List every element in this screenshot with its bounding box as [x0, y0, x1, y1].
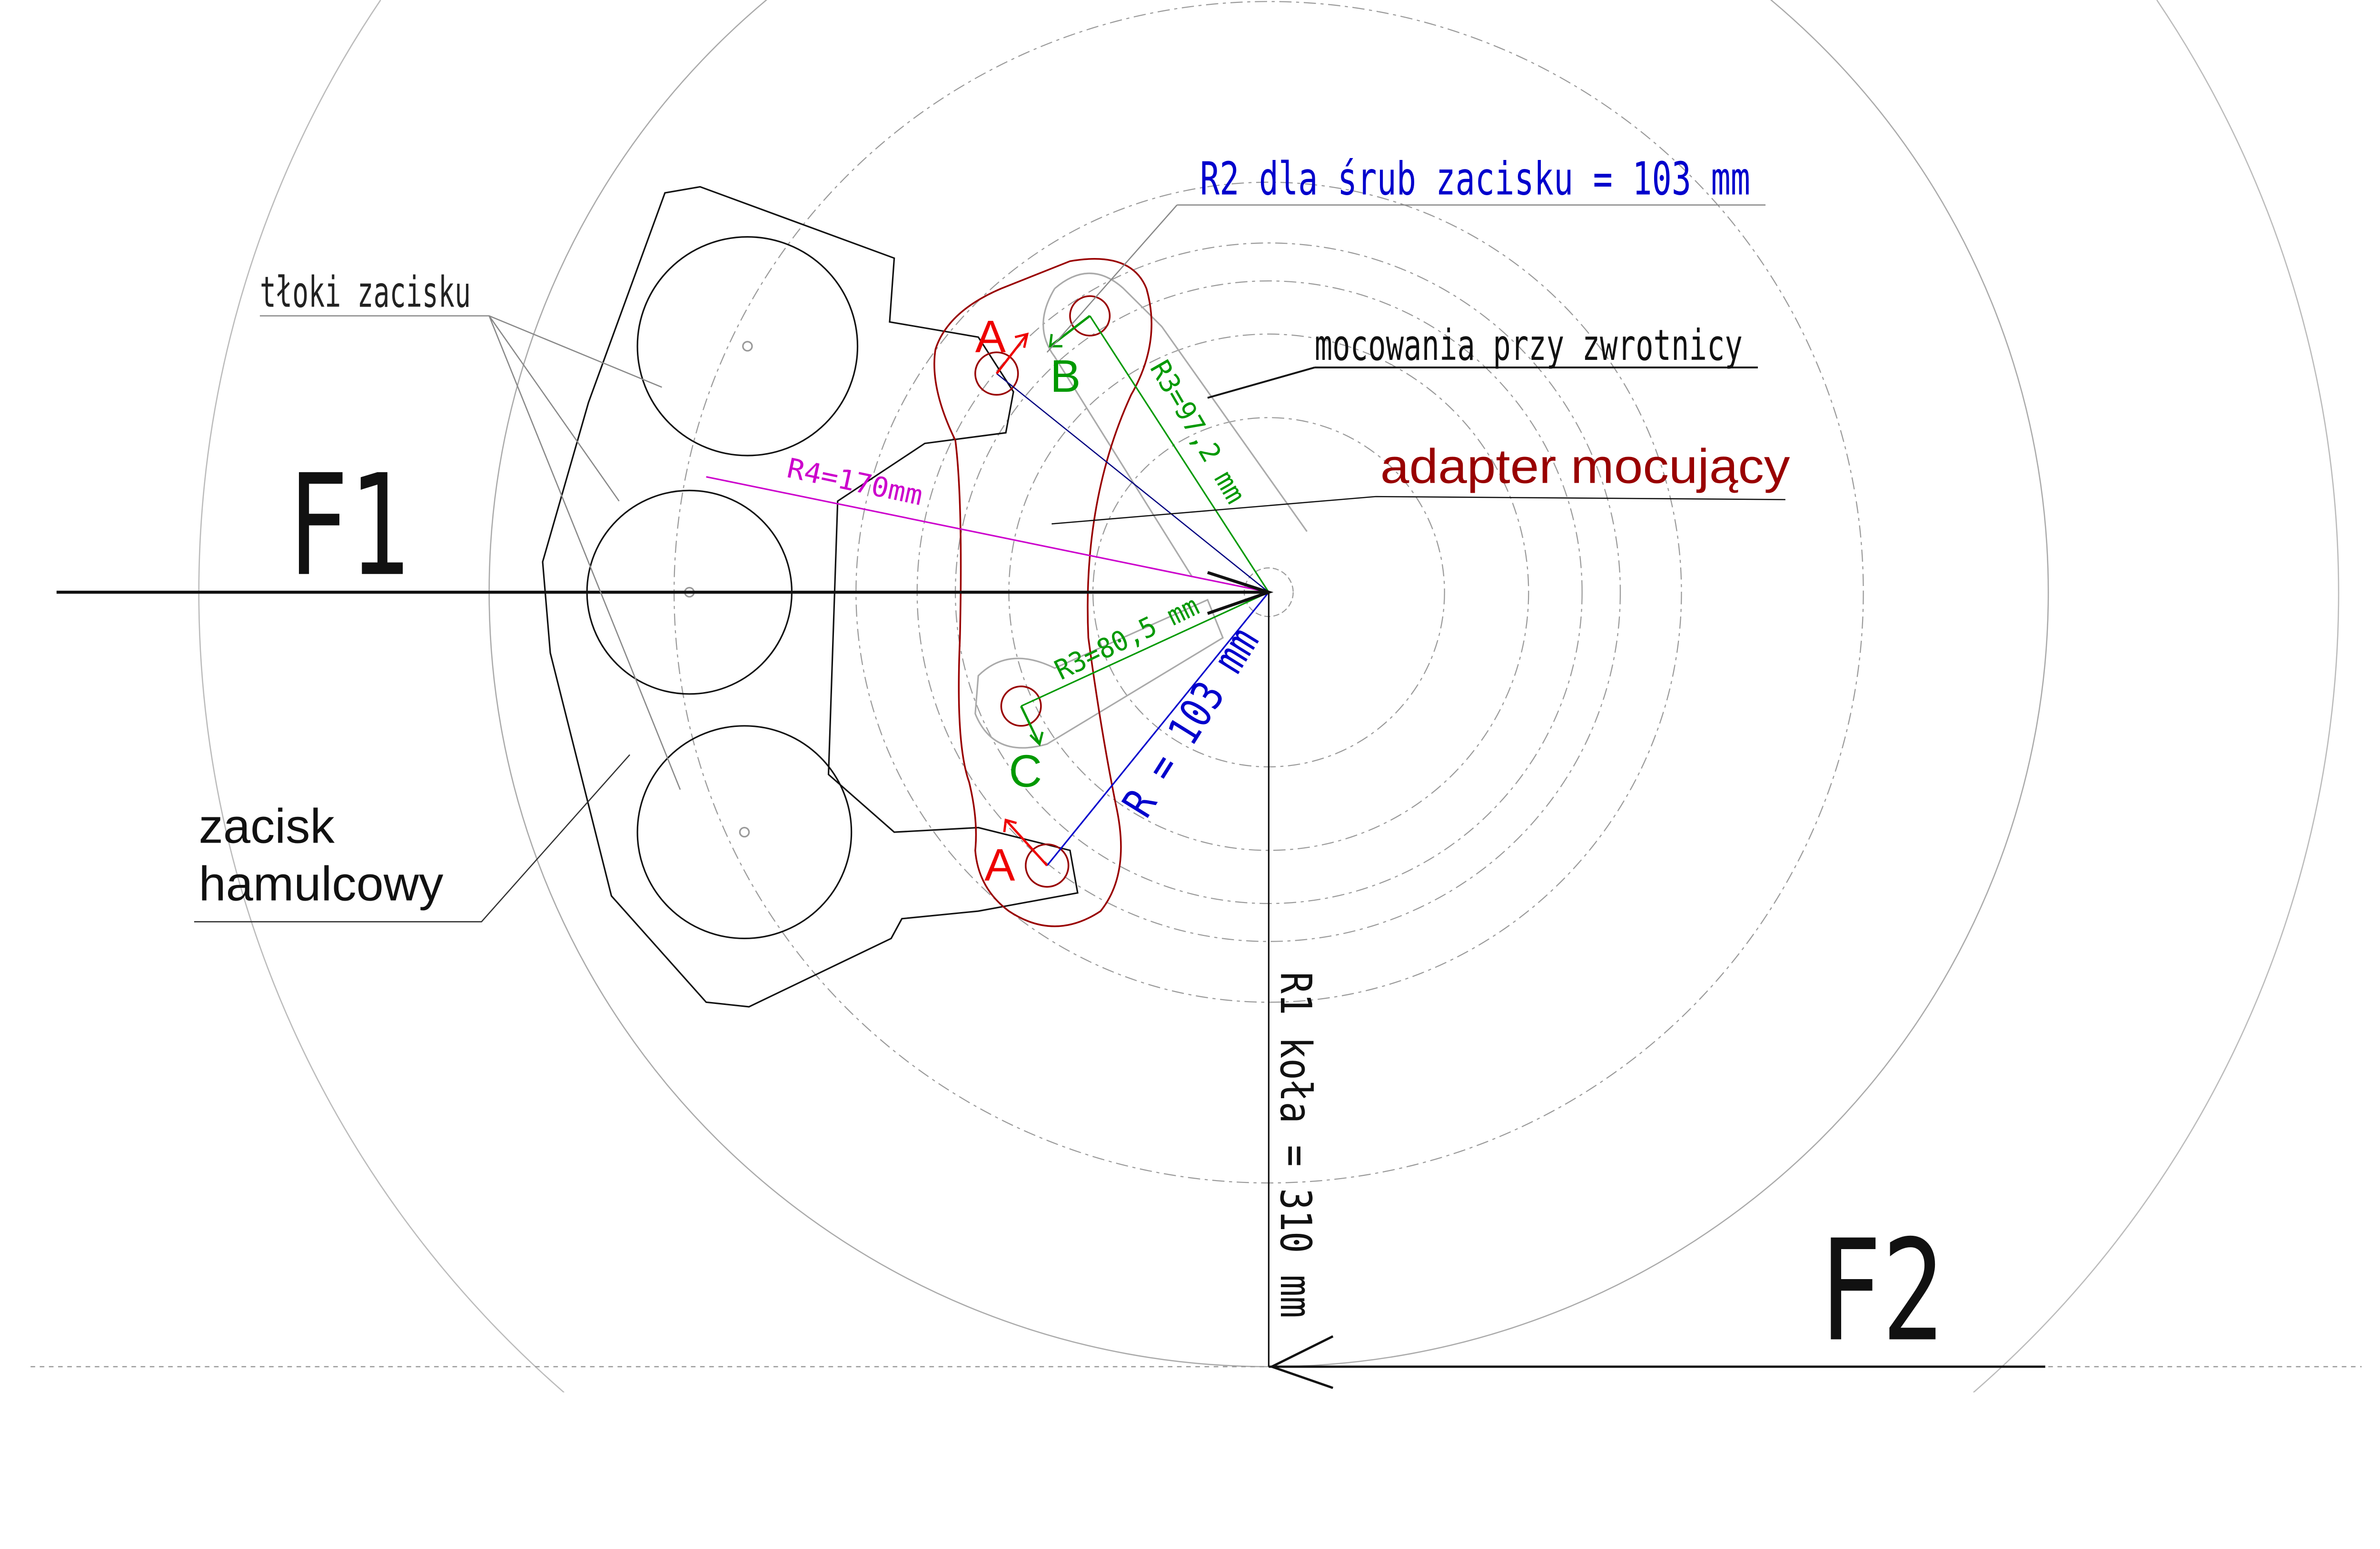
point-b-label: B — [1050, 351, 1081, 402]
r-bottom-dimension-line — [1046, 592, 1269, 866]
arrow-a-bottom-icon — [1003, 818, 1048, 866]
f1-label: F1 — [288, 445, 410, 607]
r3-80-dimension-line — [1021, 591, 1269, 707]
arrow-c-icon — [1020, 705, 1044, 746]
hole-c — [1000, 685, 1042, 727]
r3-97-dimension-line — [1089, 315, 1269, 593]
leader-lines — [194, 204, 1785, 923]
knuckle-mounts — [974, 272, 1308, 749]
mounts-label: mocowania przy zwrotnicy — [1315, 321, 1743, 370]
brake-adapter-drawing: F1 F2 tłoki zacisku zacisk hamulcowy R2 … — [30, 0, 2362, 1393]
pistons-label: tłoki zacisku — [260, 268, 471, 318]
r-top-dimension-line — [996, 373, 1269, 593]
arrow-a-top-icon — [995, 332, 1029, 375]
hole-a-top — [974, 351, 1019, 396]
r3-80-label: R3=80,5 mm — [1050, 590, 1204, 686]
caliper-pistons — [586, 236, 859, 939]
adapter-outline — [933, 258, 1152, 927]
r4-label: R4=170mm — [784, 452, 926, 512]
caliper-label-line2: hamulcowy — [198, 856, 443, 911]
f2-label: F2 — [1819, 1210, 1944, 1372]
adapter-label: adapter mocujący — [1380, 439, 1790, 494]
f2-arrowhead-icon — [1269, 1335, 1334, 1389]
caliper-label-line1: zacisk — [198, 799, 335, 854]
bolt-holes — [974, 295, 1111, 888]
piston-bottom — [636, 725, 853, 939]
hole-a-bottom — [1025, 843, 1070, 888]
outer-circle-right-arc — [1973, 0, 2340, 1393]
point-a-bottom-label: A — [984, 840, 1015, 891]
piston-top — [636, 236, 859, 457]
outer-circle-left-arc — [198, 0, 565, 1393]
hole-b — [1069, 295, 1111, 337]
point-a-top-label: A — [975, 311, 1006, 362]
r1-label: R1 koła = 310 mm — [1270, 972, 1320, 1318]
r4-dimension-line — [706, 476, 1269, 593]
r2-label: R2 dla śrub zacisku = 103 mm — [1200, 152, 1750, 206]
point-c-label: C — [1009, 746, 1042, 797]
